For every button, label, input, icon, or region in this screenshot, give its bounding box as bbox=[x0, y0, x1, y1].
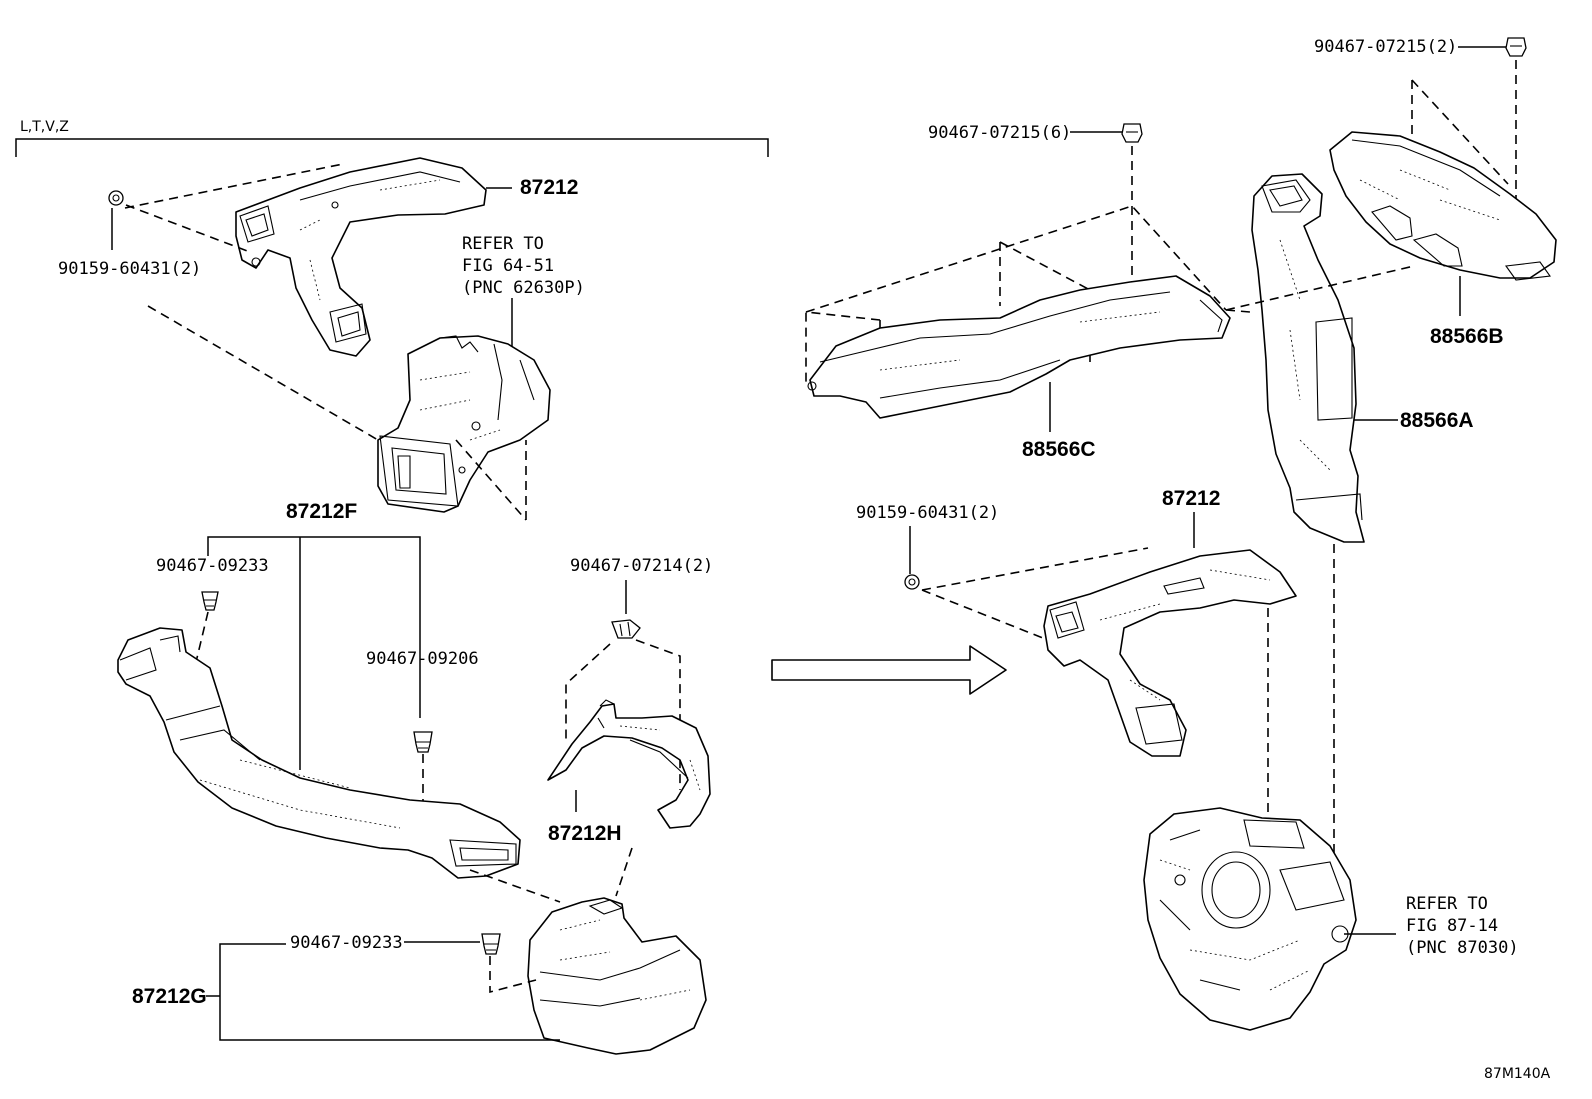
vent-housing-ref bbox=[377, 335, 551, 513]
duct-88566A bbox=[1251, 173, 1365, 543]
refer-a-line1: REFER TO bbox=[462, 234, 544, 254]
pn-87212G: 87212G bbox=[132, 985, 207, 1008]
pn-87212H: 87212H bbox=[548, 822, 622, 845]
duct-87212-right bbox=[1043, 549, 1297, 757]
refer-b-line3: (PNC 87030) bbox=[1406, 938, 1519, 958]
label-clip-top: 90159-60431(2) bbox=[58, 259, 201, 279]
pn-88566C: 88566C bbox=[1022, 438, 1096, 461]
refer-a-line2: FIG 64-51 bbox=[462, 256, 554, 276]
duct-88566C bbox=[807, 275, 1231, 419]
label-clip-r1: 90467-07215(2) bbox=[1314, 37, 1457, 57]
clip-icon bbox=[1505, 37, 1527, 57]
duct-88566B bbox=[1329, 131, 1557, 281]
dash-clip-top bbox=[124, 163, 344, 253]
clip-icon bbox=[108, 190, 124, 206]
label-screw-f2: 90467-09206 bbox=[366, 649, 479, 669]
duct-87212H bbox=[547, 699, 711, 829]
dash-screw-f1 bbox=[195, 611, 209, 663]
screw-icon bbox=[413, 731, 433, 753]
screw-icon bbox=[611, 619, 641, 639]
label-screw-f1: 90467-09233 bbox=[156, 556, 269, 576]
label-clip-r3: 90159-60431(2) bbox=[856, 503, 999, 523]
dash-88566C-to-B bbox=[1225, 265, 1415, 311]
figure-code: 87M140A bbox=[1484, 1066, 1551, 1082]
pn-87212-top: 87212 bbox=[520, 176, 578, 199]
dash-screw-g bbox=[489, 956, 537, 994]
label-clip-r2: 90467-07215(6) bbox=[928, 123, 1071, 143]
pn-87212F: 87212F bbox=[286, 500, 357, 523]
screw-icon bbox=[201, 591, 219, 611]
leader-87212G bbox=[206, 943, 560, 1041]
duct-87212G bbox=[527, 897, 707, 1055]
clip-icon bbox=[904, 574, 920, 590]
label-screw-g: 90467-09233 bbox=[290, 933, 403, 953]
dash-to-unit bbox=[1267, 544, 1335, 860]
variant-label: L,T,V,Z bbox=[20, 119, 69, 135]
blower-unit-ref bbox=[1143, 807, 1357, 1031]
label-screw-h: 90467-07214(2) bbox=[570, 556, 713, 576]
pn-87212-right: 87212 bbox=[1162, 487, 1220, 510]
replacement-arrow bbox=[771, 645, 1007, 695]
refer-b-line2: FIG 87-14 bbox=[1406, 916, 1498, 936]
screw-icon bbox=[481, 933, 501, 955]
duct-87212F bbox=[117, 627, 521, 879]
dash-clip-r1 bbox=[1411, 60, 1517, 272]
variant-bracket bbox=[15, 138, 769, 157]
dash-87212G bbox=[469, 847, 633, 903]
refer-a-line3: (PNC 62630P) bbox=[462, 278, 585, 298]
dash-clip-r3 bbox=[921, 547, 1149, 645]
pn-88566B: 88566B bbox=[1430, 325, 1504, 348]
dash-vent-housing bbox=[147, 305, 527, 521]
refer-b-line1: REFER TO bbox=[1406, 894, 1488, 914]
pn-88566A: 88566A bbox=[1400, 409, 1474, 432]
duct-87212-top bbox=[235, 157, 487, 357]
clip-icon bbox=[1121, 123, 1143, 143]
leader-87212F bbox=[207, 536, 421, 770]
dash-screw-h bbox=[565, 639, 681, 790]
